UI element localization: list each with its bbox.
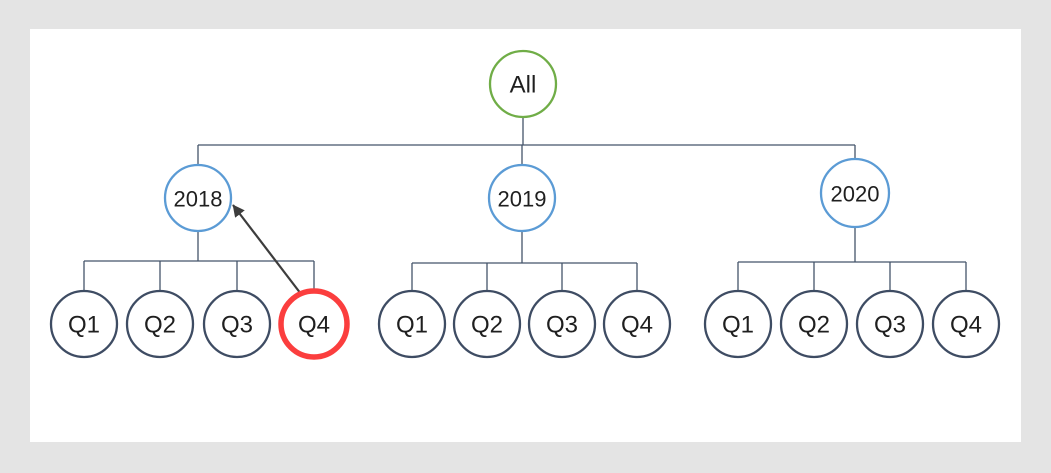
node-2020-q3-circle (855, 289, 925, 359)
node-2018-q4-circle (278, 288, 350, 360)
node-2019-q1-label: Q1 (396, 312, 428, 339)
node-2019-circle (487, 163, 557, 233)
node-2019-q2-circle (452, 289, 522, 359)
node-2018-q1-label: Q1 (68, 312, 100, 339)
node-2019-q4: Q4 (602, 289, 672, 359)
node-all: All (488, 49, 558, 119)
node-2020-q1-label: Q1 (722, 312, 754, 339)
node-2018-q1-circle (49, 289, 119, 359)
node-2019-q1: Q1 (377, 289, 447, 359)
node-2020-q2-label: Q2 (798, 312, 830, 339)
node-all-circle (488, 49, 558, 119)
node-2020-label: 2020 (831, 182, 880, 207)
node-2018-q3-label: Q3 (221, 312, 253, 339)
node-2018-q4-highlighted: Q4 (278, 288, 350, 360)
node-2019-q1-circle (377, 289, 447, 359)
node-2018-q2-label: Q2 (144, 312, 176, 339)
node-2018-q3: Q3 (202, 289, 272, 359)
node-2019-q2: Q2 (452, 289, 522, 359)
node-2019-q4-label: Q4 (621, 312, 653, 339)
node-2020-q1: Q1 (703, 289, 773, 359)
node-2018-q2-circle (125, 289, 195, 359)
node-2020-circle (819, 157, 891, 229)
node-2018-circle (163, 163, 233, 233)
connector-lines (83, 117, 967, 291)
node-2019-q3-label: Q3 (546, 312, 578, 339)
node-2018: 2018 (163, 163, 233, 233)
node-2020-q3-label: Q3 (874, 312, 906, 339)
node-2019: 2019 (487, 163, 557, 233)
annotation-arrow (232, 204, 302, 295)
node-all-label: All (510, 72, 537, 99)
node-2019-q3: Q3 (527, 289, 597, 359)
node-2020-q4-circle (931, 289, 1001, 359)
node-2018-label: 2018 (174, 187, 223, 212)
node-2018-q3-circle (202, 289, 272, 359)
node-2018-q1: Q1 (49, 289, 119, 359)
node-2020-q2: Q2 (779, 289, 849, 359)
node-2020-q4-label: Q4 (950, 312, 982, 339)
node-2019-q4-circle (602, 289, 672, 359)
tree-nodes: All 2018 2019 2020 Q1 Q2 (49, 49, 1001, 360)
node-2019-q3-circle (527, 289, 597, 359)
node-2018-q2: Q2 (125, 289, 195, 359)
node-2020-q1-circle (703, 289, 773, 359)
node-2020: 2020 (819, 157, 891, 229)
node-2018-q4-label: Q4 (298, 312, 330, 339)
node-2019-label: 2019 (498, 187, 547, 212)
node-2020-q3: Q3 (855, 289, 925, 359)
node-2019-q2-label: Q2 (471, 312, 503, 339)
node-2020-q2-circle (779, 289, 849, 359)
node-2020-q4: Q4 (931, 289, 1001, 359)
